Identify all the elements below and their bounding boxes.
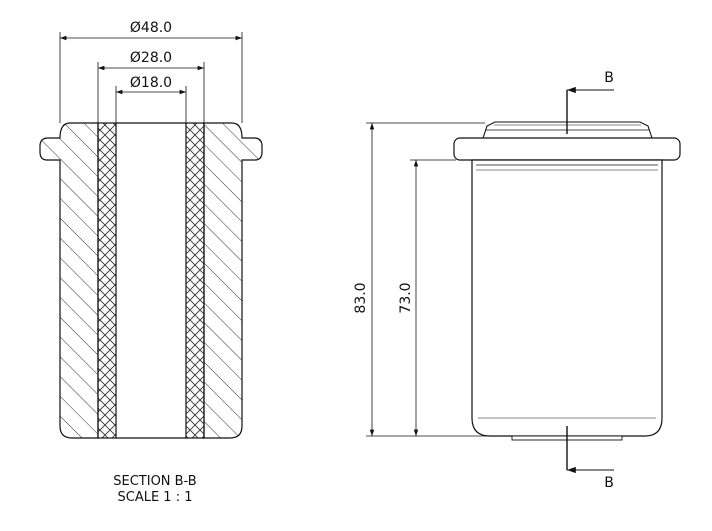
section-title: SECTION B-B [113, 474, 197, 489]
right-outer-wall [203, 122, 263, 439]
section-caption: SECTION B-B SCALE 1 : 1 [70, 474, 240, 506]
dim-middle-diameter: Ø28.0 [130, 50, 172, 66]
left-liner [97, 122, 117, 439]
dim-outer-diameter: Ø48.0 [130, 20, 172, 36]
left-outer-wall [39, 122, 99, 439]
dim-body-height: 73.0 [398, 282, 414, 313]
section-label-bottom: B [604, 475, 614, 491]
scale-label: SCALE 1 : 1 [117, 490, 193, 505]
body [471, 159, 663, 437]
section-view: Ø48.0 Ø28.0 Ø18.0 [39, 20, 263, 439]
side-view: B B 83.0 73.0 [353, 70, 681, 491]
right-liner [185, 122, 205, 439]
section-label-top: B [604, 70, 614, 86]
dim-overall-height: 83.0 [353, 282, 369, 313]
dim-inner-diameter: Ø18.0 [130, 75, 172, 91]
flange [453, 137, 681, 161]
